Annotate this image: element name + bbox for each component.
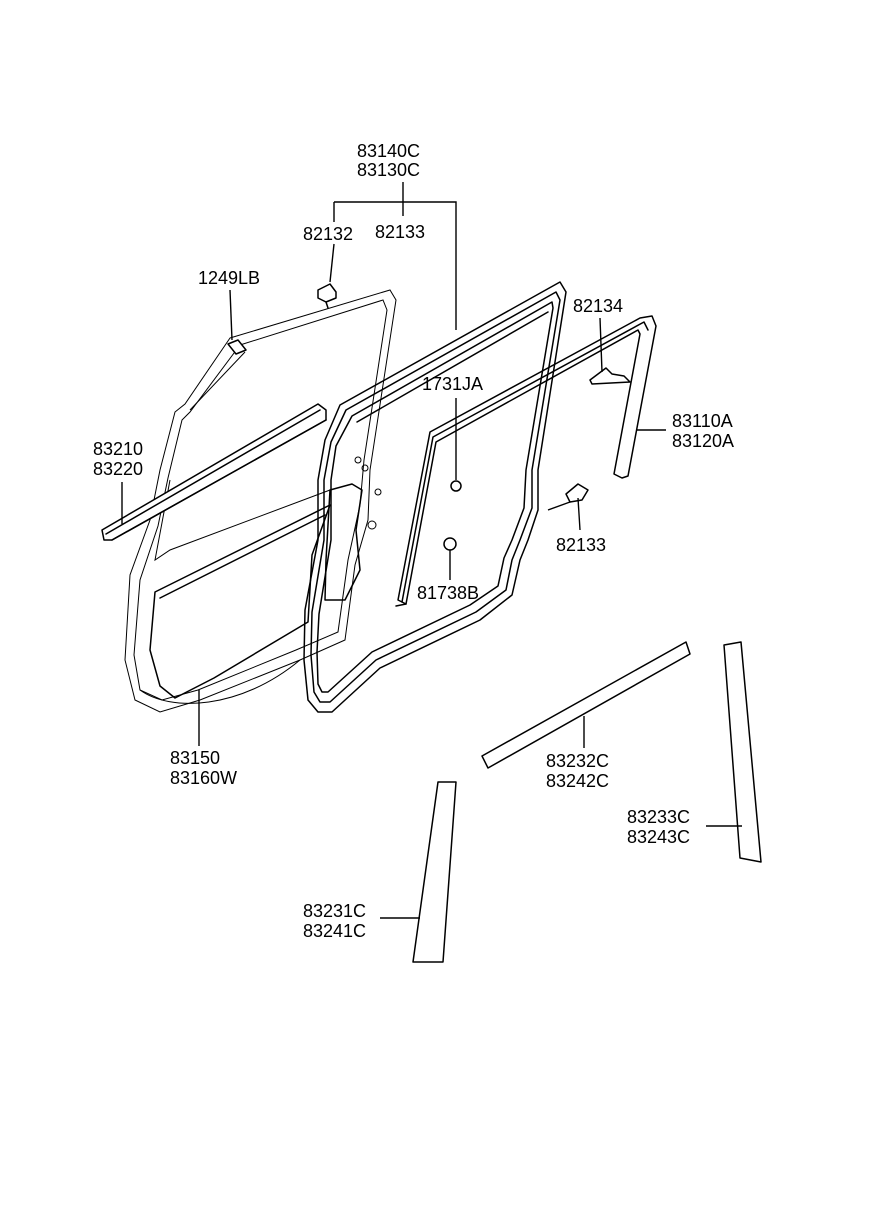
part-83140C-door-weatherstrip <box>303 281 567 713</box>
part-81738B-grommet <box>443 537 457 551</box>
label-82133-right: 82133 <box>556 535 606 555</box>
label-83120A: 83120A <box>672 431 734 451</box>
part-83233C-garnish <box>723 641 762 863</box>
label-82132: 82132 <box>303 224 353 244</box>
leader-lines <box>121 182 742 919</box>
label-83110A: 83110A <box>672 411 733 431</box>
part-83150-seal <box>149 504 331 699</box>
label-83160W: 83160W <box>170 768 237 788</box>
part-82132-clip <box>317 283 337 309</box>
label-83210: 83210 <box>93 439 143 459</box>
part-1249LB-screw <box>227 339 247 355</box>
label-1249LB: 1249LB <box>198 268 260 288</box>
label-83242C: 83242C <box>546 771 609 791</box>
part-labels: 83140C 83130C 82132 82133 1249LB 82134 1… <box>93 141 734 941</box>
label-81738B: 81738B <box>417 583 479 603</box>
label-82133-top: 82133 <box>375 222 425 242</box>
label-83150: 83150 <box>170 748 220 768</box>
label-83231C: 83231C <box>303 901 366 921</box>
label-83220: 83220 <box>93 459 143 479</box>
part-83210-belt-strip <box>101 403 327 541</box>
label-83243C: 83243C <box>627 827 690 847</box>
label-1731JA: 1731JA <box>422 374 483 394</box>
part-83231C-garnish <box>412 781 457 963</box>
part-1731JA-grommet <box>450 480 462 492</box>
label-83232C: 83232C <box>546 751 609 771</box>
door-panel <box>124 289 397 713</box>
label-83140C: 83140C <box>357 141 420 161</box>
label-83130C: 83130C <box>357 160 420 180</box>
label-83233C: 83233C <box>627 807 690 827</box>
label-83241C: 83241C <box>303 921 366 941</box>
part-83232C-garnish <box>481 641 691 769</box>
label-82134: 82134 <box>573 296 623 316</box>
part-83110A-run-channel <box>395 315 657 607</box>
part-82134-bracket <box>589 367 631 385</box>
part-82133-clip <box>565 483 589 503</box>
